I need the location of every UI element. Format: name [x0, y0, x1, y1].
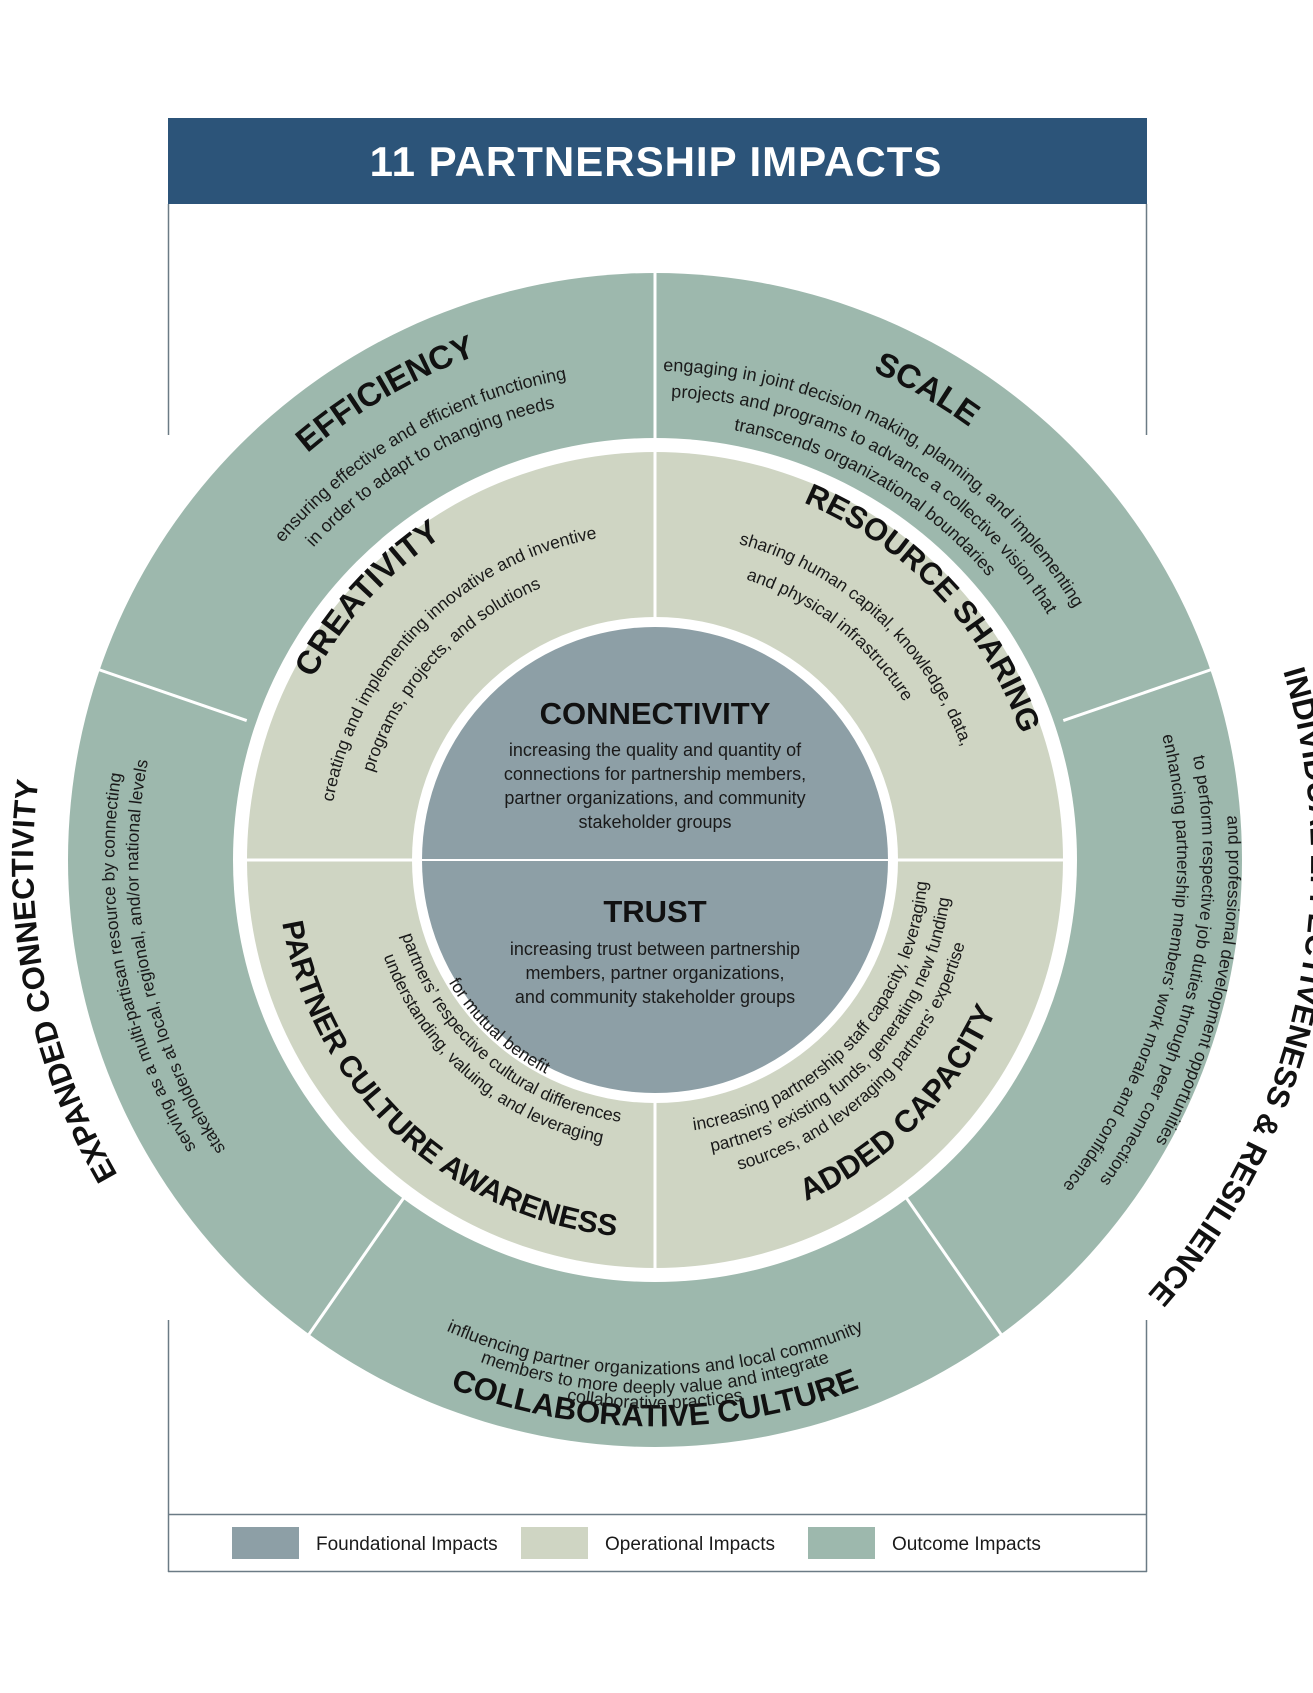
outcome-divider-right	[1062, 667, 1214, 723]
legend-label-operational: Operational Impacts	[605, 1534, 775, 1555]
connectivity-desc-1: increasing the quality and quantity of	[509, 740, 802, 760]
legend-swatch-foundational	[232, 1527, 299, 1559]
connectivity-title: CONNECTIVITY	[540, 696, 771, 731]
outcome-divider-bottom-right	[903, 1195, 1005, 1339]
legend-label-foundational: Foundational Impacts	[316, 1534, 498, 1555]
segment-trust: TRUST increasing trust between partnersh…	[510, 894, 800, 1007]
trust-desc-3: and community stakeholder groups	[515, 987, 795, 1007]
segment-connectivity: CONNECTIVITY increasing the quality and …	[504, 696, 806, 832]
trust-desc-2: members, partner organizations,	[525, 963, 784, 983]
legend-swatch-operational	[521, 1527, 588, 1559]
legend: Foundational Impacts Operational Impacts…	[232, 1527, 1041, 1559]
connectivity-desc-3: partner organizations, and community	[504, 788, 805, 808]
connectivity-desc-4: stakeholder groups	[578, 812, 731, 832]
legend-label-outcome: Outcome Impacts	[892, 1534, 1041, 1555]
outcome-divider-left	[96, 667, 248, 723]
connectivity-desc-2: connections for partnership members,	[504, 764, 806, 784]
page-title: 11 PARTNERSHIP IMPACTS	[370, 138, 943, 185]
trust-title: TRUST	[603, 894, 706, 929]
legend-swatch-outcome	[808, 1527, 875, 1559]
header-bar	[168, 118, 1147, 204]
outcome-divider-bottom-left	[305, 1195, 407, 1339]
trust-desc-1: increasing trust between partnership	[510, 939, 800, 959]
